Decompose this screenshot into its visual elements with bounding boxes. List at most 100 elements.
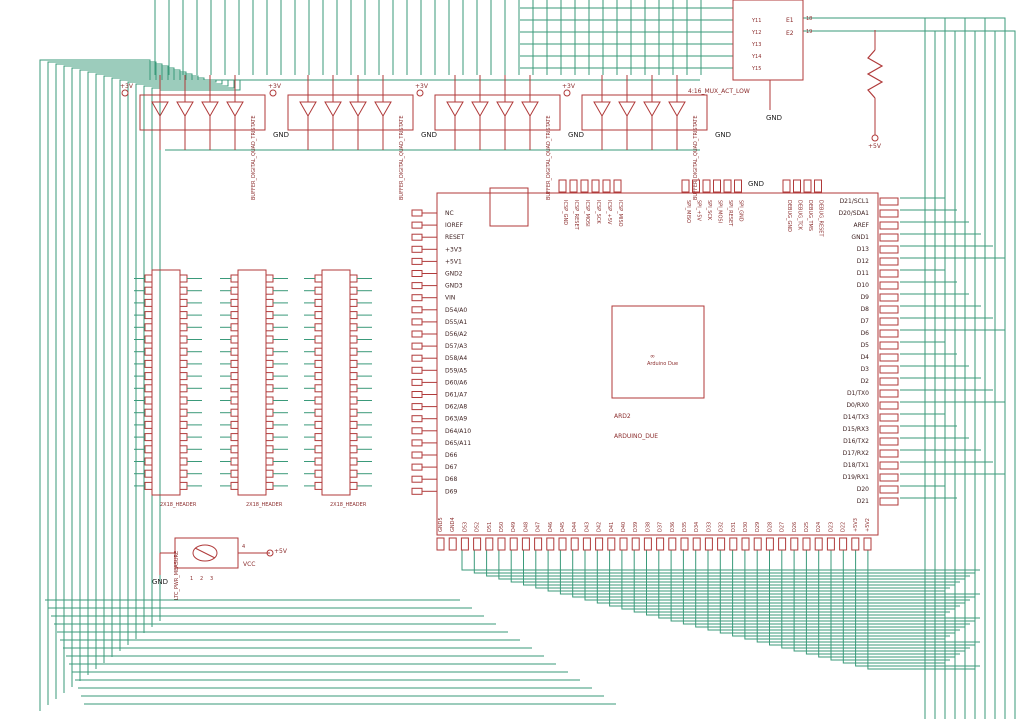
arduino-pin[interactable]: D35	[680, 522, 689, 551]
arduino-pin[interactable]: D61/A7	[411, 391, 467, 399]
arduino-pin[interactable]: D13	[857, 245, 899, 254]
arduino-pin[interactable]: D45	[558, 522, 567, 551]
mux-4to16[interactable]: 4:16_MUX_ACT_LOW GND E1 E2 18 19 Y11 Y12…	[688, 0, 812, 122]
arduino-pin[interactable]: D14/TX3	[843, 413, 899, 422]
arduino-pin[interactable]: D3	[861, 365, 899, 374]
arduino-pin[interactable]: D65/A11	[411, 439, 471, 447]
arduino-pin[interactable]: AREF	[853, 221, 899, 230]
arduino-pin[interactable]: D30	[741, 522, 750, 551]
arduino-pin[interactable]: D15/RX3	[843, 425, 899, 434]
arduino-pin[interactable]: D18/TX1	[843, 461, 899, 470]
arduino-pin[interactable]: D69	[411, 487, 457, 495]
arduino-pin[interactable]: D33	[704, 522, 713, 551]
header-1[interactable]: 2X18_HEADER	[134, 269, 202, 508]
ltc-power-measure[interactable]: GND VCC +5V LTC_PWR_MEASURE 1 2 3 4	[152, 537, 288, 600]
arduino-pin[interactable]: ICSP_SCK	[591, 179, 601, 224]
arduino-pin[interactable]: D8	[861, 305, 899, 314]
arduino-pin[interactable]: ICSP_+5V	[602, 179, 612, 225]
arduino-pin[interactable]: DEBUG_RESET	[814, 179, 824, 237]
arduino-pin[interactable]: D19/RX1	[843, 473, 899, 482]
arduino-pin[interactable]: RESET	[411, 233, 465, 241]
arduino-pin[interactable]: D17/RX2	[843, 449, 899, 458]
arduino-pin[interactable]: ICSP_MOSI	[580, 179, 590, 227]
arduino-pin[interactable]: D58/A4	[411, 354, 467, 362]
arduino-pin[interactable]: +5V3	[851, 518, 860, 551]
arduino-pin[interactable]: D67	[411, 463, 457, 471]
arduino-pin[interactable]: D43	[582, 522, 591, 551]
arduino-pin[interactable]: D66	[411, 451, 457, 459]
arduino-pin[interactable]: D37	[656, 522, 665, 551]
arduino-pin[interactable]: GND3	[411, 282, 463, 290]
arduino-pin[interactable]: SPI_RESET	[723, 179, 733, 227]
arduino-pin[interactable]: D40	[619, 522, 628, 551]
arduino-pin[interactable]: D22	[839, 522, 848, 551]
arduino-pin[interactable]: D57/A3	[411, 342, 467, 350]
arduino-pin[interactable]: D7	[861, 317, 899, 326]
arduino-pin[interactable]: D34	[692, 522, 701, 551]
arduino-pin[interactable]: D42	[595, 522, 604, 551]
arduino-pin[interactable]: D25	[802, 522, 811, 551]
arduino-pin[interactable]: D23	[826, 522, 835, 551]
arduino-pin[interactable]: NC	[411, 209, 454, 217]
arduino-pin[interactable]: +5V1	[411, 257, 462, 265]
arduino-pin[interactable]: SPI_MISO	[681, 179, 691, 223]
arduino-pin[interactable]: D0/RX0	[846, 401, 899, 410]
arduino-pin[interactable]: SPI_MOSI	[713, 179, 723, 223]
arduino-pin[interactable]: D59/A5	[411, 366, 467, 374]
arduino-pin[interactable]: D54/A0	[411, 306, 467, 314]
arduino-pin[interactable]: GND5	[436, 517, 445, 551]
arduino-pin[interactable]: D53	[460, 522, 469, 551]
arduino-pin[interactable]: VIN	[411, 294, 455, 302]
arduino-pin[interactable]: ICSP_MISO	[613, 179, 623, 227]
arduino-pin[interactable]: D24	[814, 522, 823, 551]
arduino-pin[interactable]: D62/A8	[411, 403, 467, 411]
arduino-pin[interactable]: DEBUG_TMS	[803, 179, 813, 231]
arduino-pin[interactable]: D46	[546, 522, 555, 551]
pullup-resistor[interactable]: +5V	[866, 30, 884, 150]
arduino-pin[interactable]: D49	[509, 522, 518, 551]
arduino-pin[interactable]: GND4	[448, 517, 457, 551]
arduino-pin[interactable]: D11	[857, 269, 899, 278]
arduino-pin[interactable]: D38	[643, 522, 652, 551]
header-3[interactable]: 2X18_HEADER	[304, 269, 372, 508]
arduino-due[interactable]: ∞ Arduino Due ARD2 ARDUINO_DUE GND NCIOR…	[411, 179, 899, 551]
arduino-pin[interactable]: D5	[861, 341, 899, 350]
arduino-pin[interactable]: D56/A2	[411, 330, 467, 338]
arduino-pin[interactable]: IOREF	[411, 221, 463, 229]
arduino-pin[interactable]: D36	[668, 522, 677, 551]
arduino-pin[interactable]: D55/A1	[411, 318, 467, 326]
arduino-pin[interactable]: +5V2	[863, 518, 872, 551]
arduino-pin[interactable]: D60/A6	[411, 378, 467, 386]
arduino-pin[interactable]: D44	[570, 522, 579, 551]
header-2[interactable]: 2X18_HEADER	[220, 269, 288, 508]
arduino-pin[interactable]: DEBUG_GND	[782, 179, 792, 232]
arduino-pin[interactable]: GND1	[851, 233, 899, 242]
arduino-pin[interactable]: SPI_GND	[734, 179, 744, 222]
arduino-pin[interactable]: D21/SCL1	[840, 197, 899, 206]
arduino-pin[interactable]: SPI_SCK	[702, 179, 712, 221]
arduino-pin[interactable]: D32	[717, 522, 726, 551]
arduino-pin[interactable]: D2	[861, 377, 899, 386]
arduino-pin[interactable]: D29	[753, 522, 762, 551]
arduino-pin[interactable]: D16/TX2	[843, 437, 899, 446]
arduino-pin[interactable]: D20	[857, 485, 899, 494]
arduino-pin[interactable]: D4	[861, 353, 899, 362]
arduino-pin[interactable]: D52	[473, 522, 482, 551]
arduino-pin[interactable]: SPI_+5V	[692, 179, 702, 222]
arduino-pin[interactable]: D1/TX0	[847, 389, 899, 398]
arduino-pin[interactable]: D27	[778, 522, 787, 551]
arduino-pin[interactable]: D31	[729, 522, 738, 551]
arduino-pin[interactable]: D21	[857, 497, 899, 506]
arduino-pin[interactable]: D10	[857, 281, 899, 290]
arduino-pin[interactable]: D6	[861, 329, 899, 338]
arduino-pin[interactable]: D48	[521, 522, 530, 551]
arduino-pin[interactable]: D68	[411, 475, 457, 483]
arduino-pin[interactable]: D64/A10	[411, 427, 471, 435]
arduino-pin[interactable]: D41	[607, 522, 616, 551]
arduino-pin[interactable]: GND2	[411, 270, 463, 278]
